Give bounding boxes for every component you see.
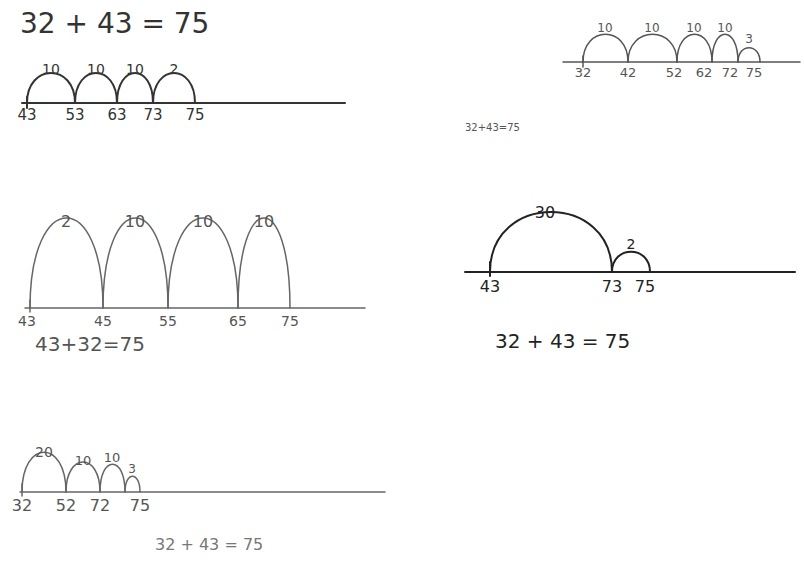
number-label: 52: [666, 66, 683, 81]
equation-text: 43+32=75: [35, 333, 145, 356]
number-label: 75: [185, 107, 204, 124]
equation-text: 32 + 43 = 75: [20, 8, 209, 40]
number-label: 2: [627, 236, 636, 252]
number-label: 10: [644, 22, 659, 36]
number-label: 32: [575, 66, 592, 81]
number-label: 53: [65, 107, 84, 124]
number-label: 72: [722, 66, 739, 81]
number-label: 63: [107, 107, 126, 124]
number-label: 10: [125, 213, 145, 231]
number-label: 10: [75, 454, 92, 469]
number-label: 72: [90, 497, 110, 515]
number-label: 75: [281, 313, 299, 329]
number-label: 75: [635, 278, 655, 296]
number-label: 10: [193, 213, 213, 231]
equation-text: 32 + 43 = 75: [155, 536, 263, 554]
number-line-1: [22, 73, 345, 108]
number-label: 75: [746, 66, 763, 81]
number-label: 32: [12, 497, 32, 515]
number-label: 10: [717, 22, 732, 36]
number-label: 10: [42, 61, 60, 77]
number-label: 10: [104, 451, 121, 466]
number-label: 45: [94, 313, 112, 329]
number-label: 43: [17, 107, 36, 124]
number-label: 10: [686, 22, 701, 36]
equation-text: 32+43=75: [465, 122, 520, 134]
number-label: 43: [18, 313, 36, 329]
number-label: 3: [128, 463, 136, 477]
number-label: 42: [620, 66, 637, 81]
number-label: 20: [35, 444, 53, 460]
number-label: 75: [130, 497, 150, 515]
number-label: 73: [602, 278, 622, 296]
number-label: 3: [745, 33, 753, 47]
number-label: 43: [480, 278, 500, 296]
number-label: 2: [61, 213, 71, 231]
number-label: 10: [87, 61, 105, 77]
number-label: 65: [229, 313, 247, 329]
number-label: 10: [126, 61, 144, 77]
number-line-3: [25, 218, 365, 312]
number-label: 10: [597, 22, 612, 36]
number-label: 62: [696, 66, 713, 81]
number-label: 2: [170, 61, 179, 77]
number-label: 52: [56, 497, 76, 515]
number-line-2: [563, 34, 800, 67]
number-label: 30: [535, 204, 555, 222]
number-line-4: [465, 212, 795, 276]
equation-text: 32 + 43 = 75: [495, 330, 630, 353]
number-label: 10: [254, 213, 274, 231]
number-label: 55: [159, 313, 177, 329]
number-label: 73: [143, 107, 162, 124]
number-line-5: [20, 452, 385, 496]
